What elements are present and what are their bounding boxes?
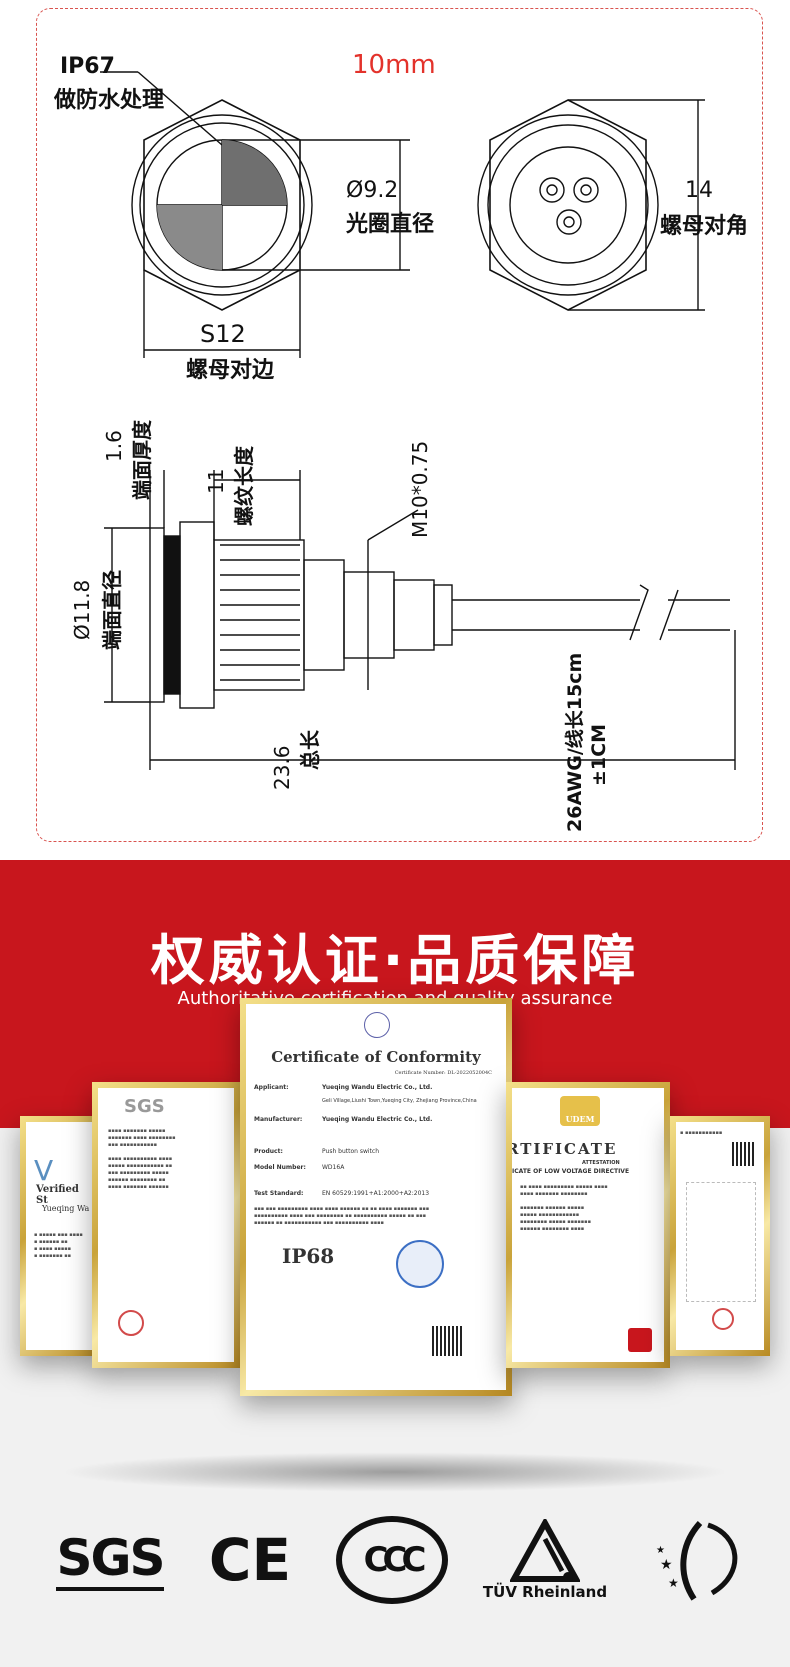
thread-length-label: 螺纹长度 <box>232 446 256 526</box>
tuv-logo: TÜV Rheinland <box>480 1510 610 1610</box>
lens-diameter-label: 光圈直径 <box>346 212 435 237</box>
udem-heading: RTIFICATE <box>512 1140 618 1158</box>
nut-corner: 14 <box>685 178 713 203</box>
floor-shadow <box>60 1452 730 1492</box>
verified-company: Yueqing Wa <box>42 1204 90 1213</box>
sgs-logo: SGS <box>40 1510 180 1610</box>
cert-heading: Certificate of Conformity <box>271 1048 481 1066</box>
star-wing-icon: ★ ★ ★ <box>656 1520 738 1601</box>
drawing-svg <box>100 71 736 770</box>
sgs-cert-mark: SGS <box>124 1096 165 1117</box>
rear-view <box>477 99 705 311</box>
udem-logo: UDEM <box>560 1096 600 1126</box>
waterproof-label: 做防水处理 <box>54 88 165 113</box>
model-value: WD16A <box>322 1164 345 1171</box>
lens-diameter: Ø9.2 <box>346 178 399 203</box>
total-length: 23.6 <box>270 745 294 790</box>
verified-title: Verified St <box>36 1184 79 1206</box>
certificate-sgs: SGS ▪▪▪▪ ▪▪▪▪▪▪▪ ▪▪▪▪▪▪▪▪▪▪▪▪ ▪▪▪▪ ▪▪▪▪▪… <box>92 1082 240 1368</box>
applicant-address: Geli Village,Liushi Town,Yueqing City, Z… <box>322 1098 477 1104</box>
applicant-label: Applicant: <box>254 1084 289 1091</box>
section-title-cn: 权威认证·品质保障 <box>150 929 640 992</box>
total-length-label: 总长 <box>298 730 322 770</box>
face-diameter-label: 端面直径 <box>100 570 124 650</box>
tuv-triangle-icon <box>510 1519 580 1582</box>
face-thickness: 1.6 <box>102 430 126 462</box>
product-label: Product: <box>254 1148 283 1155</box>
ccc-logo: CCC <box>332 1510 452 1610</box>
certification-section: 权威认证·品质保障 Authoritative certification an… <box>0 860 790 1667</box>
rohs-logo: ★ ★ ★ <box>640 1510 760 1610</box>
product-value: Push button switch <box>322 1148 380 1155</box>
size-label: 10mm <box>352 50 436 80</box>
ce-logo: CE <box>208 1526 292 1594</box>
lens-texture <box>222 140 287 205</box>
standard-value: EN 60529:1991+A1:2000+A2:2013 <box>322 1190 430 1197</box>
certificate-conformity: Certificate of Conformity Certificate Nu… <box>240 998 512 1396</box>
wire-tolerance: ±1CM <box>588 724 610 786</box>
model-label: Model Number: <box>254 1164 306 1171</box>
svg-text:★: ★ <box>660 1556 673 1572</box>
wire-spec: 26AWG/线长15cm <box>564 652 586 832</box>
dashed-frame <box>36 8 763 842</box>
standard-label: Test Standard: <box>254 1190 304 1197</box>
certificate-udem: UDEM RTIFICATE ATTESTATION ICATE OF LOW … <box>506 1082 670 1368</box>
technical-drawing: 10mm <box>36 8 763 842</box>
thread-spec: M10*0.75 <box>408 440 432 538</box>
svg-text:★: ★ <box>656 1545 665 1556</box>
face-diameter: Ø11.8 <box>70 579 94 640</box>
certificate-far-left: V Verified St Yueqing Wa ▪ ▪▪▪▪▪ ▪▪▪ ▪▪▪… <box>20 1116 98 1356</box>
cert-number: Certificate Number: DL-2022052004C <box>394 1070 492 1076</box>
udem-sub2: ICATE OF LOW VOLTAGE DIRECTIVE <box>512 1168 630 1175</box>
thread-length: 11 <box>204 468 228 494</box>
face-thickness-label: 端面厚度 <box>130 420 154 500</box>
nut-corner-label: 螺母对角 <box>660 214 749 239</box>
applicant-value: Yueqing Wandu Electric Co., Ltd. <box>322 1084 433 1091</box>
manufacturer-label: Manufacturer: <box>254 1116 303 1123</box>
manufacturer-value: Yueqing Wandu Electric Co., Ltd. <box>322 1116 433 1123</box>
nut-flat: S12 <box>200 320 246 348</box>
nut-flat-label: 螺母对边 <box>186 358 275 383</box>
ip68-rating: IP68 <box>282 1244 335 1268</box>
ip67-label: IP67 <box>60 54 115 79</box>
udem-sub1: ATTESTATION <box>582 1160 620 1166</box>
svg-text:★: ★ <box>668 1576 679 1590</box>
certificate-far-right: ▪ ▪▪▪▪▪▪▪▪▪▪▪ <box>670 1116 770 1356</box>
